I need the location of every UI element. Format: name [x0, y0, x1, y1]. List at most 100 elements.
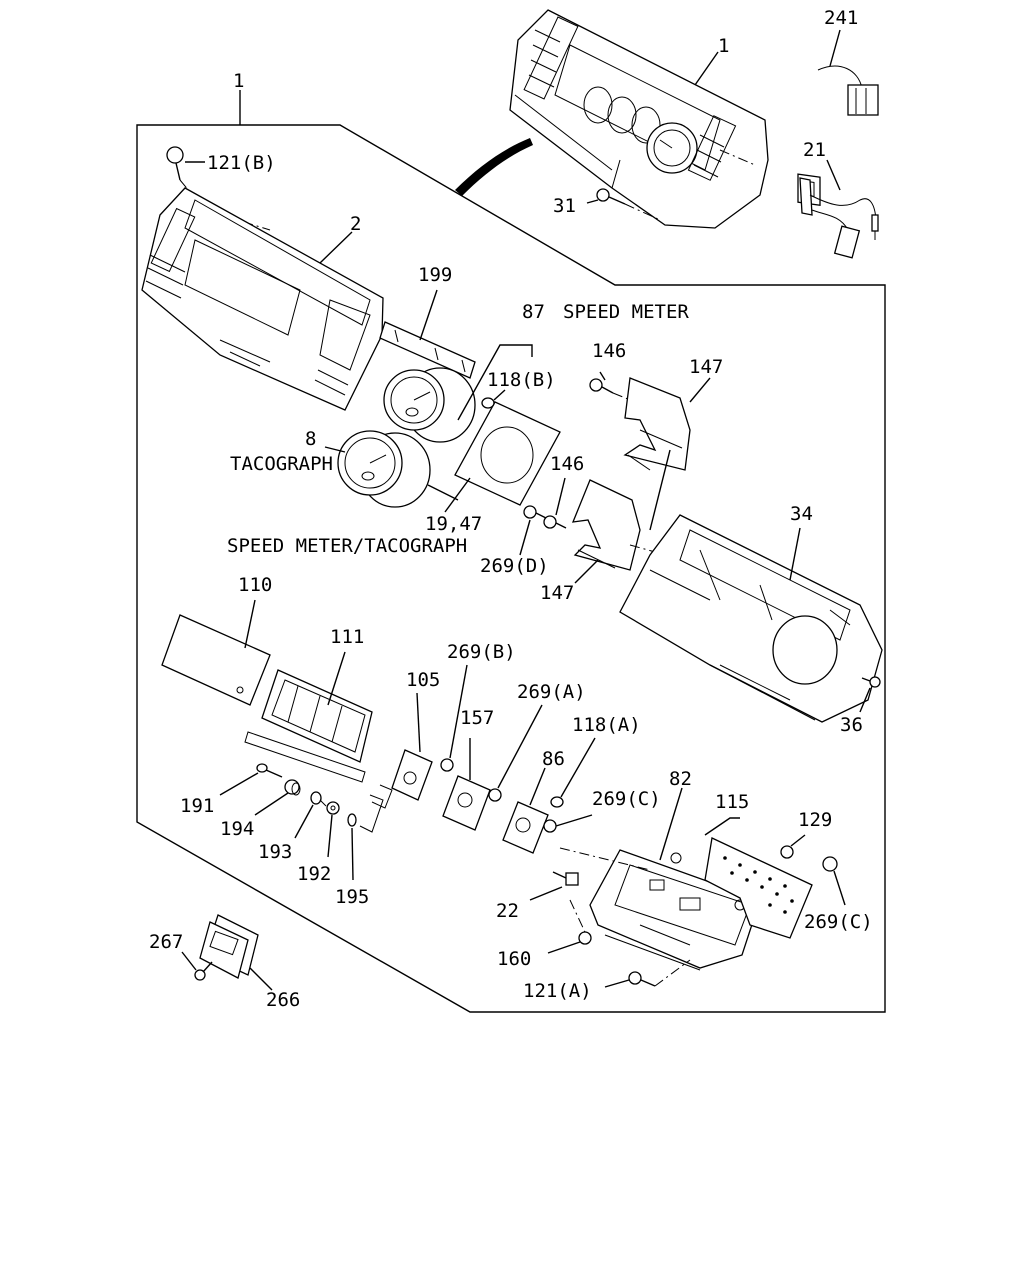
- leader-195: [351, 827, 354, 881]
- bulb-191: [256, 763, 283, 778]
- leader-118a: [560, 737, 596, 798]
- leader-193: [294, 804, 314, 839]
- leader-1-top: [694, 51, 719, 86]
- assembly-arrow: [455, 138, 533, 196]
- screw-31: [596, 188, 661, 221]
- screw-269b: [440, 758, 454, 772]
- bracket-115: [704, 817, 740, 836]
- clip-195: [347, 813, 357, 827]
- leader-34: [789, 527, 801, 581]
- leader-121a: [604, 979, 630, 988]
- leader-19-47: [444, 477, 471, 513]
- callout-146-upper: 146: [592, 340, 626, 362]
- callout-129: 129: [798, 809, 832, 831]
- leader-266: [249, 967, 273, 991]
- assembly-frame: [136, 124, 886, 1013]
- leader-105: [416, 692, 421, 753]
- callout-34: 34: [790, 503, 813, 525]
- leader-147-upper: [689, 377, 711, 403]
- leader-118b: [493, 389, 506, 401]
- clip-118a: [550, 796, 564, 808]
- label-speed-meter: SPEED METER: [563, 301, 689, 323]
- cluster-housing-2: [141, 187, 384, 411]
- leader-111: [327, 651, 346, 706]
- leader-86: [529, 767, 546, 806]
- switch-266: [199, 914, 259, 979]
- leader-129: [790, 834, 806, 847]
- bracket-87-lower: [427, 484, 459, 501]
- bracket-147-upper: [623, 377, 691, 471]
- callout-241: 241: [824, 7, 858, 29]
- callout-147-upper: 147: [689, 356, 723, 378]
- screw-269d: [523, 505, 547, 519]
- callout-269c-upper: 269(C): [592, 788, 661, 810]
- washer-192: [326, 801, 340, 815]
- callout-192: 192: [297, 863, 331, 885]
- callout-147-lower: 147: [540, 582, 574, 604]
- leader-147-chain: [649, 449, 671, 531]
- callout-146-lower: 146: [550, 453, 584, 475]
- callout-110: 110: [238, 574, 272, 596]
- callout-118b: 118(B): [487, 369, 556, 391]
- leader-31: [586, 199, 599, 204]
- screw-269c-lower: [822, 856, 838, 872]
- callout-269d: 269(D): [480, 555, 549, 577]
- bracket-bulbs: [359, 794, 384, 833]
- label-tacograph: TACOGRAPH: [230, 453, 333, 475]
- leader-269b: [449, 664, 468, 759]
- callout-157: 157: [460, 707, 494, 729]
- leader-36: [859, 687, 871, 713]
- callout-118a: 118(A): [572, 714, 641, 736]
- plate-105: [371, 749, 433, 809]
- plate-86: [502, 801, 549, 854]
- leader-269d: [519, 519, 531, 556]
- screw-269c-upper: [543, 819, 557, 833]
- callout-1-top: 1: [718, 35, 729, 57]
- outline-111-lower: [244, 731, 366, 783]
- socket-194: [284, 779, 301, 796]
- callout-111: 111: [330, 626, 364, 648]
- leader-146-lower: [555, 477, 566, 516]
- callout-86: 86: [542, 748, 565, 770]
- leader-269c-lower: [833, 870, 846, 906]
- leader-82: [659, 787, 683, 861]
- callout-160: 160: [497, 948, 531, 970]
- meter-case-34: [619, 514, 883, 723]
- callout-199: 199: [418, 264, 452, 286]
- screw-129: [780, 845, 794, 859]
- leader-110: [244, 599, 256, 649]
- callout-8: 8: [305, 428, 316, 450]
- bracket-147-lower: [571, 479, 641, 571]
- callout-191: 191: [180, 795, 214, 817]
- leader-146-upper: [599, 371, 606, 381]
- screw-36: [861, 676, 881, 688]
- callout-121b: 121(B): [207, 152, 276, 174]
- leader-160: [547, 941, 581, 954]
- label-speed-meter-tacograph: SPEED METER/TACOGRAPH: [227, 535, 467, 557]
- screw-160: [569, 899, 592, 945]
- frame-111: [261, 669, 373, 763]
- callout-115: 115: [715, 791, 749, 813]
- leader-199: [419, 289, 438, 341]
- leader-191: [219, 772, 259, 796]
- callout-266: 266: [266, 989, 300, 1011]
- bracket-87: [457, 344, 533, 421]
- screw-121a: [628, 959, 691, 987]
- lens-19-47: [454, 401, 561, 506]
- leader-269c-upper: [555, 814, 593, 827]
- callout-19-47: 19,47: [425, 513, 482, 535]
- plate-199: [379, 321, 476, 379]
- callout-193: 193: [258, 841, 292, 863]
- panel-110: [161, 614, 271, 706]
- callout-2: 2: [350, 213, 361, 235]
- callout-105: 105: [406, 669, 440, 691]
- leader-192: [327, 814, 333, 858]
- leader-269a: [497, 704, 543, 789]
- callout-87: 87: [522, 301, 545, 323]
- callout-194: 194: [220, 818, 254, 840]
- bulb-193: [310, 791, 327, 807]
- callout-21: 21: [803, 139, 826, 161]
- leader-194: [254, 792, 289, 816]
